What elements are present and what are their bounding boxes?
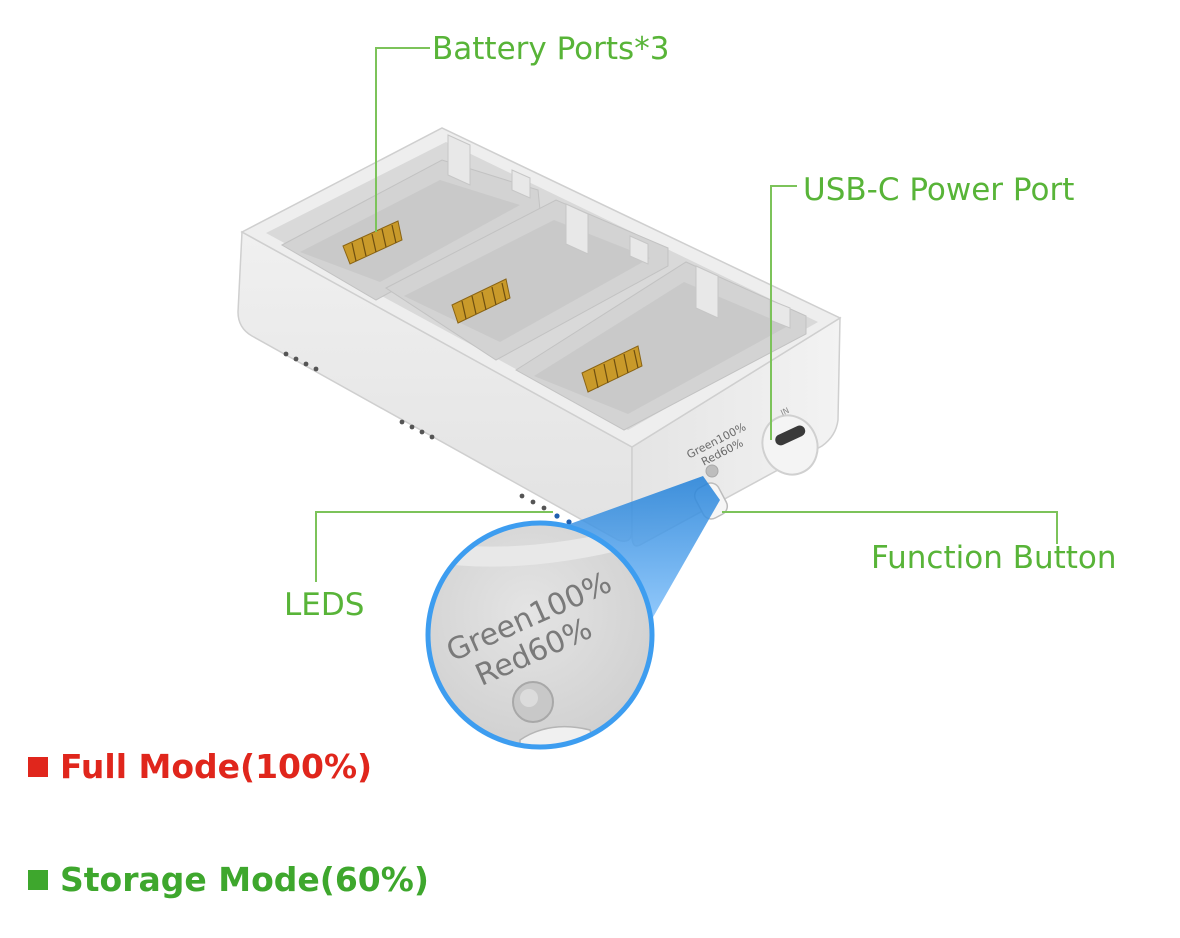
usb-c-leader: [770, 185, 797, 440]
green-square-icon: [28, 869, 48, 890]
full-mode-legend: Full Mode(100%): [28, 750, 372, 783]
battery-ports-leader: [375, 47, 430, 232]
leds-label: LEDS: [284, 587, 365, 623]
storage-mode-legend: Storage Mode(60%): [28, 863, 429, 896]
red-square-icon: [28, 756, 48, 777]
full-mode-label: Full Mode(100%): [60, 747, 373, 786]
usb-c-port: [761, 414, 819, 476]
storage-mode-label: Storage Mode(60%): [60, 860, 429, 899]
function-button-leader: [722, 511, 1058, 544]
vent-holes: [283, 351, 547, 511]
battery-ports-label: Battery Ports*3: [432, 31, 670, 67]
zoom-lens: [425, 520, 655, 750]
leds-leader: [315, 511, 553, 582]
usb-c-port-label: USB-C Power Port: [803, 172, 1075, 208]
callout-lines: [315, 47, 1058, 582]
usb-port-mark: IN: [779, 406, 790, 418]
function-button-label: Function Button: [871, 540, 1117, 576]
led-lens-small: [705, 464, 719, 478]
led-indicators: [554, 513, 572, 525]
